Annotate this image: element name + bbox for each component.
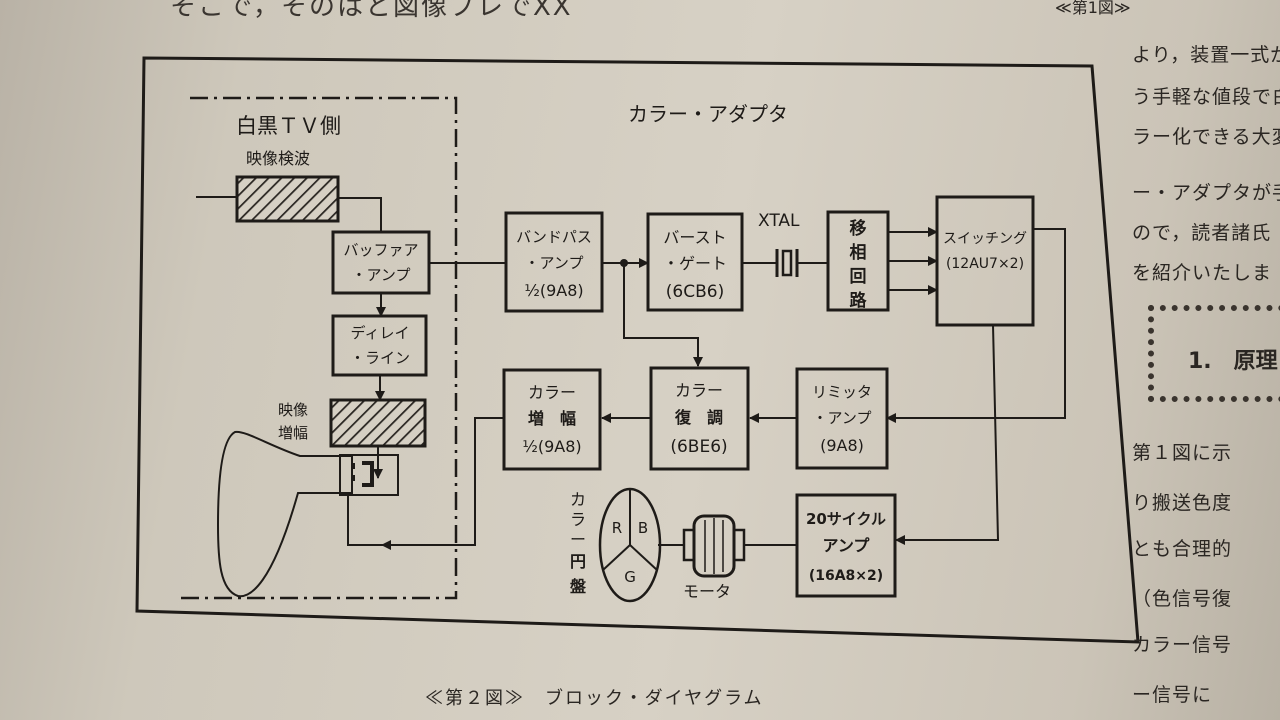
burst-gate-block: バースト ・ゲート (6CB6)	[646, 212, 744, 312]
svg-text:½(9A8): ½(9A8)	[524, 281, 583, 300]
side-text-line: ラー化できる大変	[1132, 126, 1280, 148]
svg-text:増 幅: 増 幅	[528, 409, 576, 428]
video-amp-label-2: 増幅	[278, 424, 308, 442]
crt-neck	[339, 454, 399, 496]
side-text-line: ー・アダプタが手	[1132, 182, 1280, 204]
previous-text-fragment: そこで，そのはと図像プレでXX	[170, 0, 573, 22]
side-text-line: を紹介いたしま	[1132, 262, 1273, 284]
svg-text:(6CB6): (6CB6)	[666, 282, 724, 302]
svg-text:・アンプ: ・アンプ	[813, 409, 872, 427]
svg-text:R: R	[612, 519, 622, 537]
svg-text:回: 回	[850, 267, 867, 287]
video-amp-block	[329, 398, 427, 448]
side-text-line: う手軽な値段で白	[1132, 86, 1280, 108]
video-amp-label-1: 映像	[278, 401, 308, 419]
side-text-line: とも合理的	[1132, 538, 1233, 560]
phase-shift-block: 移 相 回 路	[826, 210, 890, 312]
bw-tv-region	[180, 96, 458, 600]
svg-text:リミッタ: リミッタ	[812, 383, 872, 401]
bandpass-amp-block: バンドパス ・アンプ ½(9A8)	[504, 211, 604, 313]
svg-text:(12AU7×2): (12AU7×2)	[946, 256, 1024, 272]
svg-text:(16A8×2): (16A8×2)	[809, 568, 883, 584]
side-text-line: ー信号に	[1132, 684, 1213, 706]
side-text-line: より，装置一式が	[1132, 44, 1280, 66]
svg-text:ディレイ: ディレイ	[351, 324, 410, 342]
figure-caption: ≪第２図≫ ブロック・ダイヤグラム	[425, 688, 764, 709]
cycle-amp-block: 20サイクル アンプ (16A8×2)	[795, 493, 897, 598]
section-heading: 1. 原理	[1188, 349, 1278, 374]
limiter-amp-block: リミッタ ・アンプ (9A8)	[795, 367, 889, 470]
svg-text:G: G	[624, 568, 636, 586]
svg-text:円: 円	[570, 552, 586, 571]
svg-text:カ: カ	[570, 490, 586, 509]
svg-text:・アンプ: ・アンプ	[525, 254, 584, 272]
motor-symbol	[682, 514, 746, 578]
svg-text:カラー: カラー	[528, 383, 576, 402]
switching-block: スイッチング (12AU7×2)	[935, 195, 1035, 327]
side-text-line: （色信号復	[1132, 588, 1233, 610]
svg-text:カラー: カラー	[675, 381, 723, 400]
figure-1-reference: ≪第1図≫	[1055, 0, 1131, 17]
crt-tube-outline	[216, 430, 353, 598]
svg-text:・アンプ: ・アンプ	[352, 266, 411, 284]
svg-text:バースト: バースト	[663, 228, 726, 247]
svg-text:½(9A8): ½(9A8)	[522, 437, 581, 456]
color-amp-block: カラー 増 幅 ½(9A8)	[502, 368, 602, 471]
svg-text:20サイクル: 20サイクル	[806, 510, 886, 528]
color-demod-block: カラー 復 調 (6BE6)	[649, 366, 750, 471]
video-detect-block	[235, 175, 340, 223]
svg-text:スイッチング: スイッチング	[943, 231, 1027, 247]
svg-text:盤: 盤	[570, 577, 587, 596]
svg-text:(9A8): (9A8)	[820, 436, 864, 455]
svg-text:路: 路	[850, 290, 868, 311]
side-text-line: 第１図に示	[1132, 442, 1233, 464]
svg-text:復 調: 復 調	[674, 408, 723, 427]
svg-text:相: 相	[850, 242, 867, 263]
svg-text:ー: ー	[570, 530, 586, 549]
svg-text:バッファア: バッファア	[343, 241, 418, 259]
color-disk: R B G	[598, 487, 662, 603]
color-adapter-label: カラー・アダプタ	[628, 102, 788, 126]
svg-text:移: 移	[850, 218, 867, 239]
xtal-label: XTAL	[758, 211, 800, 231]
bw-tv-label: 白黒ＴＶ側	[236, 114, 341, 138]
buffer-amp-block: バッファア ・アンプ	[331, 230, 431, 295]
side-text-line: カラー信号	[1132, 634, 1233, 656]
outer-frame	[135, 56, 1140, 644]
color-disk-label: カ ラ ー 円 盤	[570, 490, 587, 596]
section-heading-box	[1148, 305, 1280, 402]
svg-text:B: B	[638, 519, 648, 537]
svg-text:ラ: ラ	[570, 510, 586, 529]
xtal-symbol	[775, 249, 799, 277]
side-text-line: ので，読者諸氏	[1132, 222, 1272, 244]
side-text-line: り搬送色度	[1132, 492, 1233, 514]
svg-text:バンドパス: バンドパス	[516, 228, 592, 246]
svg-text:アンプ: アンプ	[823, 536, 871, 555]
svg-text:(6BE6): (6BE6)	[670, 437, 727, 457]
video-detect-label: 映像検波	[246, 149, 310, 168]
svg-text:・ライン: ・ライン	[350, 349, 410, 367]
motor-label: モータ	[683, 582, 731, 601]
svg-text:・ゲート: ・ゲート	[663, 254, 727, 273]
delay-line-block: ディレイ ・ライン	[331, 314, 428, 377]
